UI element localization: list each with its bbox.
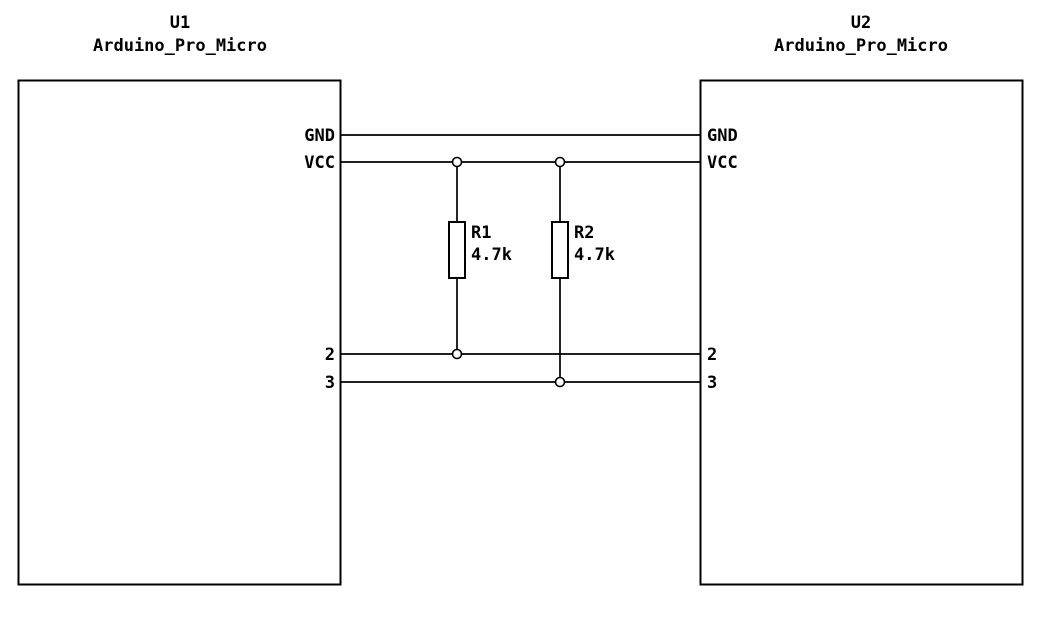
junction-r2-net3 [554, 376, 566, 388]
resistor-r1-value: 4.7k [471, 245, 512, 265]
resistor-r1-ref: R1 [471, 223, 491, 243]
u2-pin-label-gnd: GND [707, 126, 738, 146]
u2-pin-label-2: 2 [707, 345, 717, 365]
component-r2: R2 4.7k [551, 221, 615, 279]
u2-pin-label-vcc: VCC [707, 153, 738, 173]
resistor-r2-body [551, 221, 569, 279]
u1-pin-label-gnd: GND [304, 126, 335, 146]
junction-r1-vcc [451, 156, 463, 168]
wires [340, 134, 700, 383]
resistor-r2-value: 4.7k [574, 245, 615, 265]
component-u1: U1 Arduino_Pro_Micro GND VCC 2 3 [17, 13, 342, 586]
component-u1-value: Arduino_Pro_Micro [93, 36, 267, 56]
component-u1-body [17, 79, 342, 586]
component-u2-body [699, 79, 1024, 586]
u1-pin-label-3: 3 [325, 373, 335, 393]
component-u2-ref: U2 [851, 13, 871, 33]
junctions [451, 156, 566, 388]
resistor-r2-ref: R2 [574, 223, 594, 243]
resistor-r1-body [448, 221, 466, 279]
u1-pin-label-2: 2 [325, 345, 335, 365]
u1-pin-label-vcc: VCC [304, 153, 335, 173]
component-r1: R1 4.7k [448, 221, 512, 279]
junction-r1-net2 [451, 348, 463, 360]
component-u2-value: Arduino_Pro_Micro [774, 36, 948, 56]
component-u2: U2 Arduino_Pro_Micro GND VCC 2 3 [699, 13, 1024, 586]
component-u1-ref: U1 [170, 13, 190, 33]
junction-r2-vcc [554, 156, 566, 168]
u2-pin-label-3: 3 [707, 373, 717, 393]
